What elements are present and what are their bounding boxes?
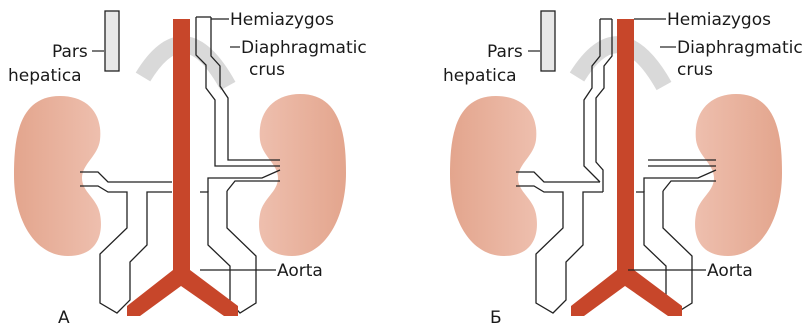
pars-hepatica-shape-b (541, 11, 555, 71)
panel-letter-b: Б (490, 308, 502, 328)
aorta-label-b: Aorta (707, 261, 753, 281)
hemiazygos-label-b: Hemiazygos (667, 10, 771, 30)
crus-label-b: crus (677, 60, 713, 80)
hepatica-label-b: hepatica (443, 66, 517, 86)
hepatica-label-a: hepatica (8, 66, 82, 86)
hemiazygos-label-a: Hemiazygos (230, 10, 334, 30)
aorta-label-a: Aorta (277, 261, 323, 281)
pars-label-b: Pars (487, 42, 523, 62)
panel-letter-a: A (58, 308, 70, 328)
pars-hepatica-shape-a (105, 11, 119, 71)
crus-label-a: crus (249, 60, 285, 80)
diaphragmatic-label-b: Diaphragmatic (677, 38, 803, 58)
right-kidney-shape-a (259, 94, 346, 256)
pars-label-a: Pars (52, 42, 88, 62)
right-kidney-shape-b (695, 94, 782, 256)
diaphragmatic-label-a: Diaphragmatic (241, 38, 367, 58)
left-kidney-shape-b (450, 96, 537, 256)
left-kidney-shape-a (14, 96, 101, 256)
